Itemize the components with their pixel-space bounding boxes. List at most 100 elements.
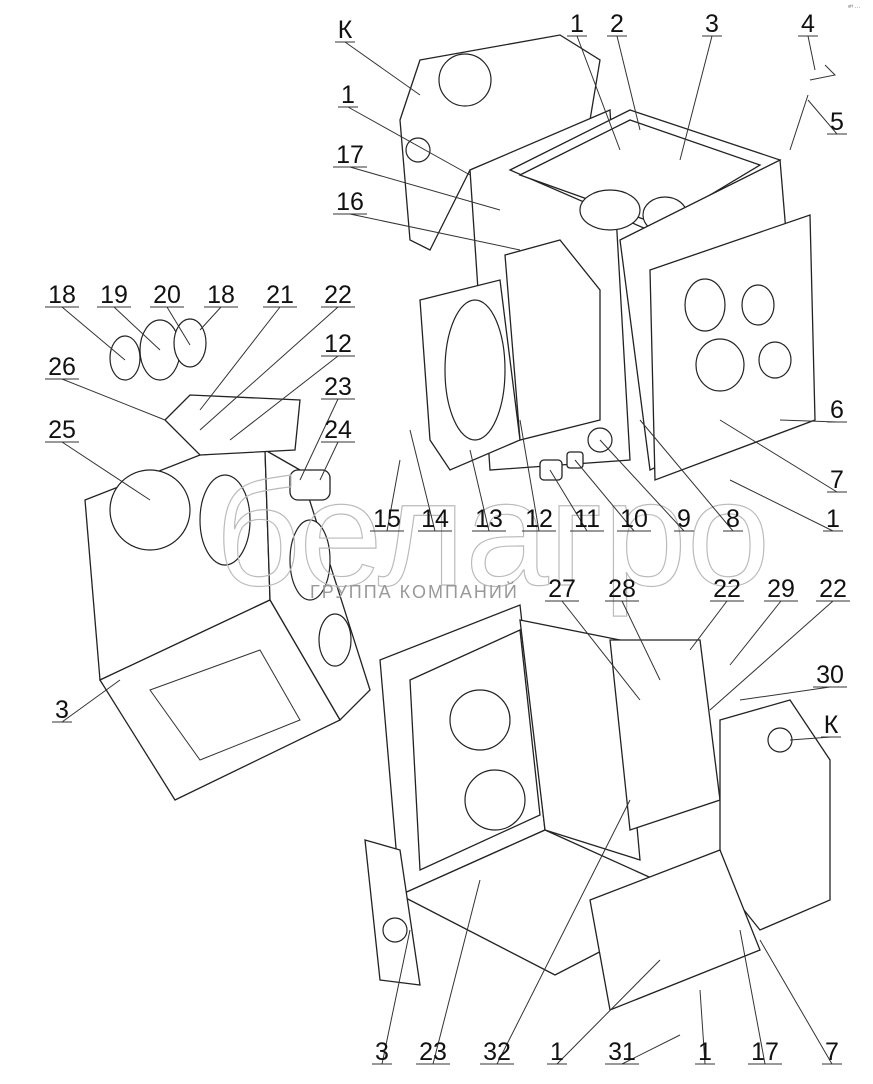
callout-label: 32 bbox=[483, 1038, 511, 1066]
leader-line bbox=[739, 929, 782, 1065]
leader-line bbox=[480, 799, 631, 1065]
callout-label: 12 bbox=[324, 330, 352, 358]
callout-label: 28 bbox=[608, 575, 636, 603]
callout-label: 3 bbox=[705, 10, 719, 38]
leader-line bbox=[549, 469, 604, 532]
callout-label: 22 bbox=[713, 575, 741, 603]
callout-label: 6 bbox=[830, 396, 844, 424]
callout-label: 20 bbox=[153, 281, 181, 309]
callout-label: 19 bbox=[100, 281, 128, 309]
callout-label: 11 bbox=[574, 505, 600, 533]
callout-label: 31 bbox=[608, 1038, 636, 1066]
callout-label: 2 bbox=[610, 10, 624, 38]
leader-line bbox=[409, 429, 452, 532]
callout-label: 5 bbox=[830, 108, 844, 136]
callout-label: 3 bbox=[375, 1038, 389, 1066]
upper-housing-assembly bbox=[399, 34, 837, 481]
leader-line bbox=[679, 35, 722, 161]
leader-line bbox=[567, 35, 621, 151]
leader-lines bbox=[45, 35, 850, 1065]
callout-label: 1 bbox=[826, 505, 840, 533]
leader-line bbox=[739, 686, 847, 701]
leader-line bbox=[605, 1034, 681, 1065]
leader-line bbox=[370, 459, 404, 532]
callout-label: 7 bbox=[825, 1038, 839, 1066]
leader-line bbox=[605, 600, 661, 681]
leader-line bbox=[45, 441, 151, 501]
leader-line bbox=[52, 679, 121, 723]
leader-line bbox=[338, 106, 471, 176]
callout-label: 22 bbox=[819, 575, 847, 603]
leader-line bbox=[333, 166, 501, 211]
leader-line bbox=[45, 306, 126, 361]
leader-line bbox=[469, 449, 506, 532]
lower-housing-assembly bbox=[364, 604, 831, 1011]
callout-label: 25 bbox=[48, 416, 76, 444]
callout-label: 12 bbox=[525, 505, 553, 533]
callout-label: 1 bbox=[698, 1038, 712, 1066]
callout-label: 9 bbox=[677, 505, 691, 533]
leader-line bbox=[372, 929, 411, 1065]
leader-line bbox=[798, 35, 818, 71]
callout-label: 1 bbox=[341, 81, 355, 109]
leader-line bbox=[574, 459, 651, 532]
leader-line bbox=[607, 35, 641, 131]
leader-line bbox=[299, 398, 355, 481]
callout-label: 23 bbox=[324, 373, 352, 401]
callout-label: 7 bbox=[830, 466, 844, 494]
leader-line bbox=[199, 306, 238, 331]
leader-line bbox=[789, 736, 841, 741]
callout-label: 22 bbox=[324, 281, 352, 309]
leader-line bbox=[729, 479, 843, 532]
leader-line bbox=[709, 600, 850, 711]
corner-mark: ᵃᴴ ··· bbox=[848, 4, 860, 11]
callout-label: 18 bbox=[207, 281, 235, 309]
callout-label: 15 bbox=[373, 505, 401, 533]
callout-label: 8 bbox=[726, 505, 740, 533]
leader-line bbox=[719, 419, 847, 493]
leader-line bbox=[229, 355, 355, 441]
callout-label: 29 bbox=[767, 575, 795, 603]
callout-label: 16 bbox=[336, 188, 364, 216]
callout-label: 4 bbox=[801, 10, 815, 38]
leader-line bbox=[689, 600, 744, 651]
callout-label: 3 bbox=[55, 696, 69, 724]
leader-line bbox=[695, 989, 715, 1065]
callout-label: К bbox=[338, 16, 353, 44]
leader-line bbox=[97, 306, 161, 351]
watermark-brand: белагро bbox=[215, 449, 770, 617]
left-housing-module bbox=[84, 318, 371, 801]
leader-line bbox=[199, 306, 297, 411]
leader-line bbox=[519, 419, 556, 532]
leader-line bbox=[319, 441, 355, 481]
leader-line bbox=[547, 959, 661, 1065]
callout-label: 17 bbox=[336, 141, 364, 169]
callout-label: 17 bbox=[751, 1038, 779, 1066]
leader-line bbox=[729, 600, 798, 666]
callout-label: 26 bbox=[48, 353, 76, 381]
callout-label: К bbox=[824, 711, 839, 739]
leader-line bbox=[779, 419, 847, 423]
callout-label: 27 bbox=[548, 575, 576, 603]
callout-label: 18 bbox=[48, 281, 76, 309]
leader-line bbox=[599, 439, 694, 532]
leader-line bbox=[416, 879, 481, 1065]
leader-line bbox=[150, 306, 191, 346]
callout-label: 1 bbox=[570, 10, 584, 38]
callout-label: 1 bbox=[550, 1038, 564, 1066]
leader-line bbox=[807, 99, 847, 135]
callout-label: 10 bbox=[620, 505, 648, 533]
leader-line bbox=[759, 939, 842, 1065]
leader-line bbox=[45, 378, 166, 421]
leader-line bbox=[335, 41, 421, 96]
callout-label: 24 bbox=[324, 416, 352, 444]
callout-label: 30 bbox=[816, 661, 844, 689]
leader-line bbox=[545, 600, 641, 701]
callout-label: 21 bbox=[266, 281, 294, 309]
watermark-subtitle: ГРУППА КОМПАНИЙ bbox=[310, 581, 519, 602]
leader-line bbox=[199, 306, 355, 431]
callout-label: 14 bbox=[421, 505, 449, 533]
